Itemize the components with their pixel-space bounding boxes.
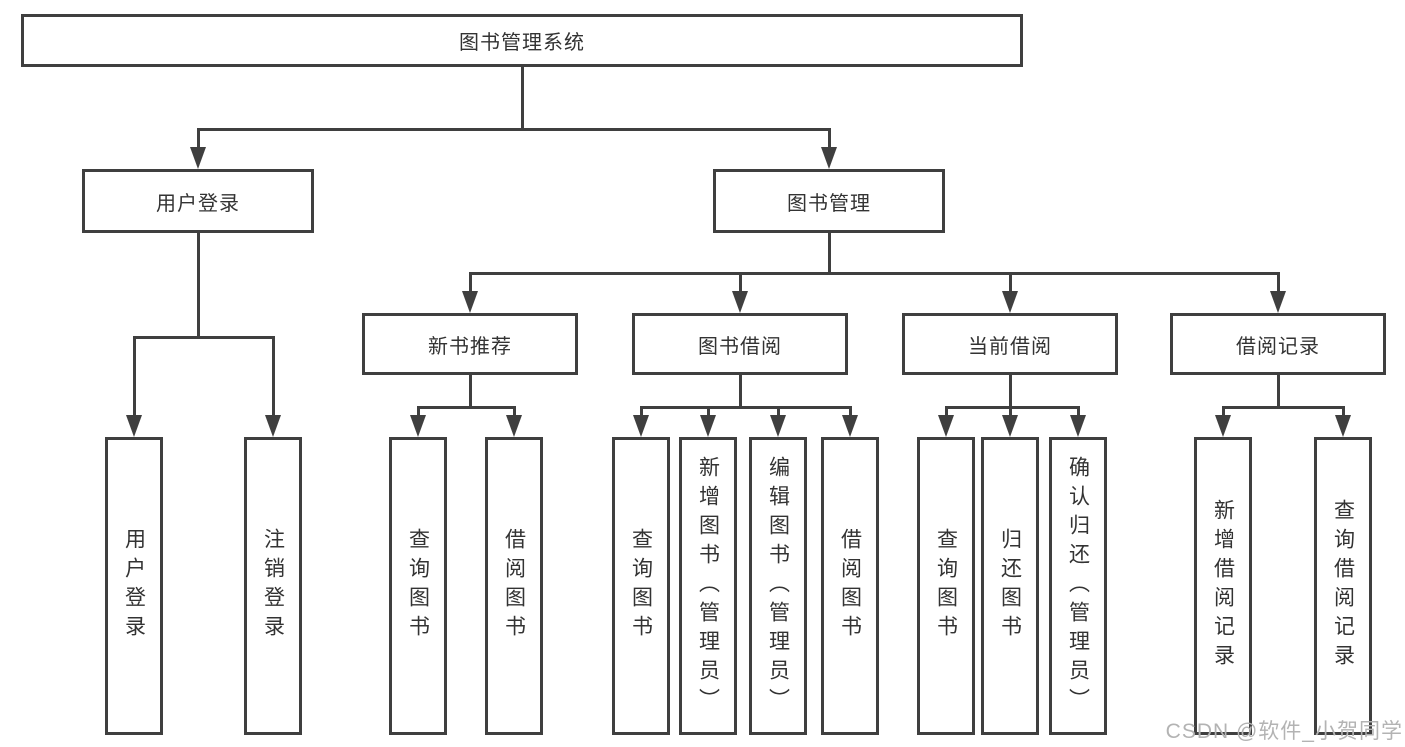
arrow-down-icon — [410, 415, 426, 437]
connector-hline — [640, 406, 852, 409]
connector-vline — [1077, 406, 1080, 417]
leaf-user-login: 用户登录 — [105, 437, 163, 735]
connector-hline — [417, 406, 516, 409]
connector-vline — [197, 128, 200, 149]
connector-vline — [849, 406, 852, 417]
arrow-down-icon — [770, 415, 786, 437]
leaf-add-borrow-record: 新增借阅记录 — [1194, 437, 1252, 735]
connector-vline — [417, 406, 420, 417]
leaf-query-borrow-record: 查询借阅记录 — [1314, 437, 1372, 735]
connector-vline — [707, 406, 710, 417]
leaf-confirm-return-admin: 确认归还（管理员） — [1049, 437, 1107, 735]
node-book-management: 图书管理 — [713, 169, 945, 233]
leaf-label: 编辑图书（管理员） — [766, 455, 790, 717]
leaf-label: 查询借阅记录 — [1331, 499, 1355, 673]
csdn-watermark: CSDN @软件_小贺同学 — [1165, 720, 1403, 743]
arrow-down-icon — [506, 415, 522, 437]
arrow-down-icon — [700, 415, 716, 437]
connector-vline — [1222, 406, 1225, 417]
connector-vline — [828, 128, 831, 149]
connector-vline — [1342, 406, 1345, 417]
leaf-logout: 注销登录 — [244, 437, 302, 735]
node-new-book-recommend: 新书推荐 — [362, 313, 578, 375]
connector-hline — [133, 336, 275, 339]
arrow-down-icon — [1070, 415, 1086, 437]
leaf-label: 新增借阅记录 — [1211, 499, 1235, 673]
leaf-query-books-current: 查询图书 — [917, 437, 975, 735]
connector-vline — [739, 375, 742, 409]
arrow-down-icon — [462, 291, 478, 313]
connector-vline — [828, 233, 831, 275]
node-current-borrow: 当前借阅 — [902, 313, 1118, 375]
connector-vline — [197, 233, 200, 339]
arrow-down-icon — [1002, 291, 1018, 313]
leaf-label: 查询图书 — [406, 528, 430, 644]
leaf-label: 用户登录 — [122, 528, 146, 644]
connector-vline — [133, 336, 136, 416]
leaf-borrow-books-recommend: 借阅图书 — [485, 437, 543, 735]
arrow-down-icon — [190, 147, 206, 169]
leaf-label: 确认归还（管理员） — [1066, 455, 1090, 717]
arrow-down-icon — [821, 147, 837, 169]
connector-vline — [739, 272, 742, 292]
leaf-label: 归还图书 — [998, 528, 1022, 644]
arrow-down-icon — [265, 415, 281, 437]
leaf-label: 借阅图书 — [838, 528, 862, 644]
connector-hline — [1222, 406, 1345, 409]
leaf-label: 注销登录 — [261, 528, 285, 644]
arrow-down-icon — [938, 415, 954, 437]
leaf-label: 新增图书（管理员） — [696, 455, 720, 717]
leaf-add-books-admin: 新增图书（管理员） — [679, 437, 737, 735]
connector-vline — [469, 375, 472, 409]
connector-vline — [777, 406, 780, 417]
arrow-down-icon — [1002, 415, 1018, 437]
leaf-label: 查询图书 — [934, 528, 958, 644]
connector-hline — [469, 272, 1280, 275]
connector-vline — [1009, 375, 1012, 409]
connector-vline — [1277, 272, 1280, 292]
arrow-down-icon — [842, 415, 858, 437]
leaf-query-books-borrow: 查询图书 — [612, 437, 670, 735]
connector-vline — [521, 67, 524, 128]
arrow-down-icon — [732, 291, 748, 313]
leaf-borrow-books: 借阅图书 — [821, 437, 879, 735]
node-book-borrow: 图书借阅 — [632, 313, 848, 375]
connector-vline — [469, 272, 472, 292]
arrow-down-icon — [633, 415, 649, 437]
connector-vline — [513, 406, 516, 417]
connector-vline — [1009, 272, 1012, 292]
connector-vline — [1277, 375, 1280, 409]
node-user-login: 用户登录 — [82, 169, 314, 233]
node-borrow-records: 借阅记录 — [1170, 313, 1386, 375]
arrow-down-icon — [126, 415, 142, 437]
arrow-down-icon — [1270, 291, 1286, 313]
leaf-label: 借阅图书 — [502, 528, 526, 644]
connector-vline — [1009, 406, 1012, 417]
leaf-edit-books-admin: 编辑图书（管理员） — [749, 437, 807, 735]
connector-hline — [945, 406, 1080, 409]
arrow-down-icon — [1215, 415, 1231, 437]
connector-vline — [945, 406, 948, 417]
leaf-label: 查询图书 — [629, 528, 653, 644]
leaf-return-books: 归还图书 — [981, 437, 1039, 735]
connector-vline — [640, 406, 643, 417]
leaf-query-books-recommend: 查询图书 — [389, 437, 447, 735]
arrow-down-icon — [1335, 415, 1351, 437]
connector-vline — [272, 336, 275, 416]
node-library-management-system: 图书管理系统 — [21, 14, 1023, 67]
connector-hline — [197, 128, 831, 131]
